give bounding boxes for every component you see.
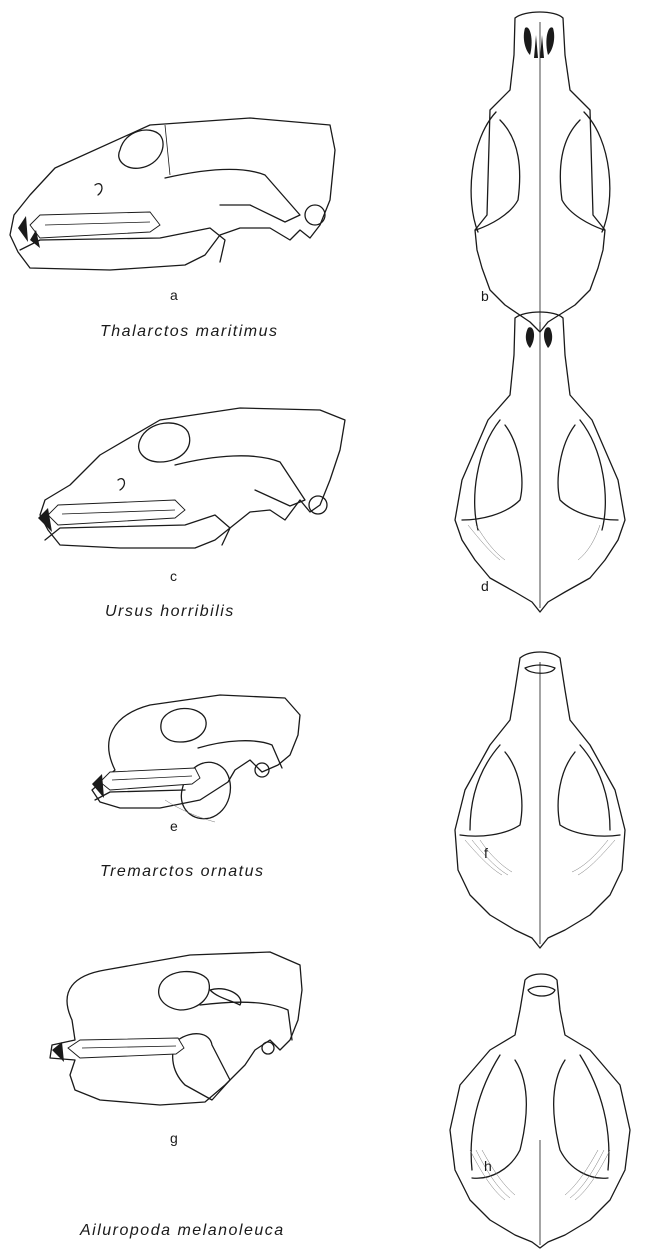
panel-label-d: d	[481, 578, 489, 594]
panel-label-h: h	[484, 1158, 492, 1174]
species-caption-tremarctos: Tremarctos ornatus	[100, 863, 265, 881]
skull-lateral-c	[38, 408, 345, 548]
panel-label-a: a	[170, 287, 178, 303]
panel-label-g: g	[170, 1130, 178, 1146]
panel-label-c: c	[170, 568, 177, 584]
skull-lateral-a	[10, 118, 335, 270]
species-caption-ursus: Ursus horribilis	[105, 603, 235, 621]
skull-dorsal-h	[450, 974, 630, 1248]
skull-dorsal-d	[455, 312, 625, 612]
panel-label-f: f	[484, 845, 488, 861]
skull-lateral-g	[50, 952, 302, 1105]
species-caption-thalarctos: Thalarctos maritimus	[100, 323, 278, 341]
skull-dorsal-f	[455, 652, 625, 948]
skull-dorsal-b	[471, 12, 610, 332]
skull-lateral-e	[92, 695, 300, 822]
panel-label-b: b	[481, 288, 489, 304]
panel-label-e: e	[170, 818, 178, 834]
species-caption-ailuropoda: Ailuropoda melanoleuca	[80, 1222, 285, 1240]
